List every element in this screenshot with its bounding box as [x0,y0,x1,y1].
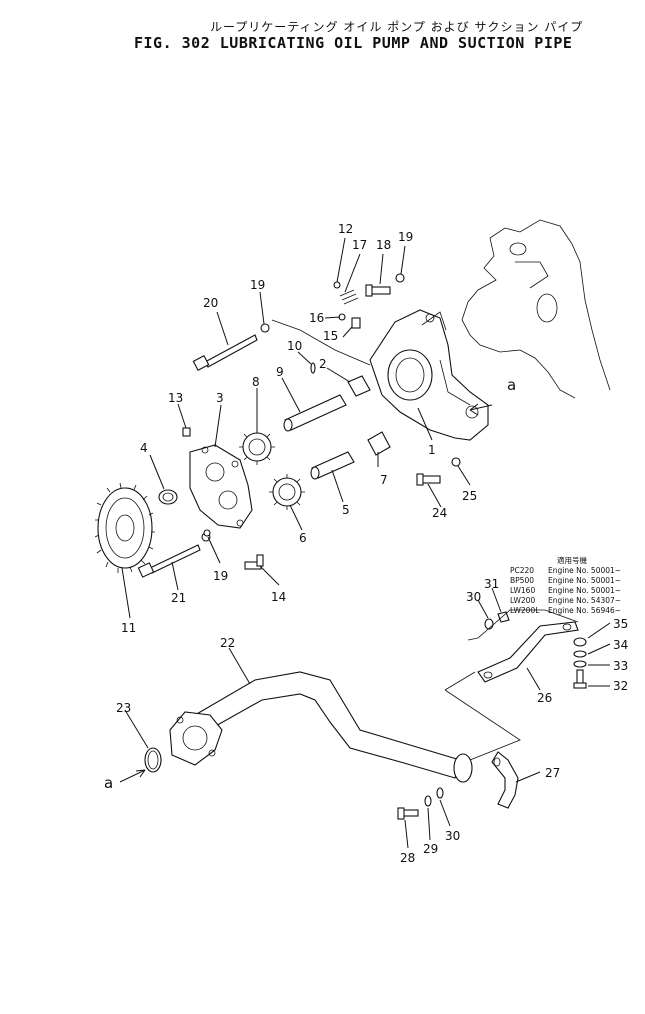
pins [182,362,316,437]
callout-16: 16 [309,311,324,325]
callout-26: 26 [537,691,552,705]
callout-18: 18 [376,238,391,252]
callout-10: 10 [287,339,302,353]
pump-cover [189,444,253,529]
callout-23: 23 [116,701,131,715]
callout-31: 31 [484,577,499,591]
figure-title: FIG. 302 LUBRICATING OIL PUMP AND SUCTIO… [134,34,573,52]
o-ring-23 [144,747,162,773]
applicability-engine-2: Engine No. 50001~ [548,576,621,585]
callout-27: 27 [545,766,560,780]
callout-34: 34 [613,638,628,652]
clamp-27 [491,751,519,809]
marker-a-housing: a [507,376,516,394]
header: ループリケーティング オイル ポンプ および サクション パイプ FIG. 30… [0,0,645,60]
callout-19-bolt21: 19 [213,569,228,583]
callout-7: 7 [380,473,388,487]
applicability-engine-3: Engine No. 50001~ [548,586,621,595]
applicability-model-4: LW200 [510,596,535,605]
callout-30-upper: 30 [466,590,481,604]
callout-32: 32 [613,679,628,693]
bolt-24-washer-25 [416,457,461,486]
suction-pipe-22 [169,671,473,783]
bracket-26 [477,621,579,683]
bushing-2 [347,375,371,397]
callout-13: 13 [168,391,183,405]
callout-22: 22 [220,636,235,650]
gear-6 [269,474,305,510]
bushing-7 [367,431,391,456]
drive-gear-11 [94,482,155,573]
applicability-model-3: LW160 [510,586,535,595]
callout-12: 12 [338,222,353,236]
applicability-engine-1: Engine No. 50001~ [548,566,621,575]
applicability-model-1: PC220 [510,566,534,575]
callout-3: 3 [216,391,224,405]
engine-block-outline [461,219,611,399]
callout-15: 15 [323,329,338,343]
bolt-14 [203,529,264,570]
callout-28: 28 [400,851,415,865]
pump-housing [369,309,489,441]
relief-valve-parts [333,273,405,329]
japanese-title: ループリケーティング オイル ポンプ および サクション パイプ [210,20,584,34]
callout-14: 14 [271,590,286,604]
applicability-model-5: LW200L [510,606,540,615]
callout-6: 6 [299,531,307,545]
callout-17: 17 [352,238,367,252]
applicability-model-2: BP500 [510,576,534,585]
bolt-28 [397,787,444,820]
callout-35: 35 [613,617,628,631]
callout-8: 8 [252,375,260,389]
shaft-9 [283,394,347,432]
callout-19-bolt20: 19 [250,278,265,292]
applicability-engine-4: Engine No. 54307~ [548,596,621,605]
callout-30-lower: 30 [445,829,460,843]
callout-labels: 12 17 18 19 20 19 16 15 10 2 9 8 13 3 4 … [104,222,628,865]
leader-lines [119,237,611,849]
callout-2: 2 [319,357,327,371]
callout-21: 21 [171,591,186,605]
applicability-table: 適用号機 PC220 Engine No. 50001~ BP500 Engin… [510,555,621,615]
callout-25: 25 [462,489,477,503]
callout-4: 4 [140,441,148,455]
callout-19-top: 19 [398,230,413,244]
marker-a-pipe: a [104,774,113,792]
gear-8 [239,429,275,465]
bolt-20 [192,323,270,371]
callout-9: 9 [276,365,284,379]
callout-29: 29 [423,842,438,856]
applicability-header: 適用号機 [557,555,587,565]
callout-11: 11 [121,621,136,635]
callout-24: 24 [432,506,447,520]
shaft-5 [310,451,355,480]
applicability-engine-5: Engine No. 56946~ [548,606,621,615]
callout-20: 20 [203,296,218,310]
callout-1: 1 [428,443,436,457]
callout-5: 5 [342,503,350,517]
bushing-4 [158,489,178,505]
callout-33: 33 [613,659,628,673]
hardware-32-35 [573,637,587,689]
bolt-21 [137,532,211,578]
